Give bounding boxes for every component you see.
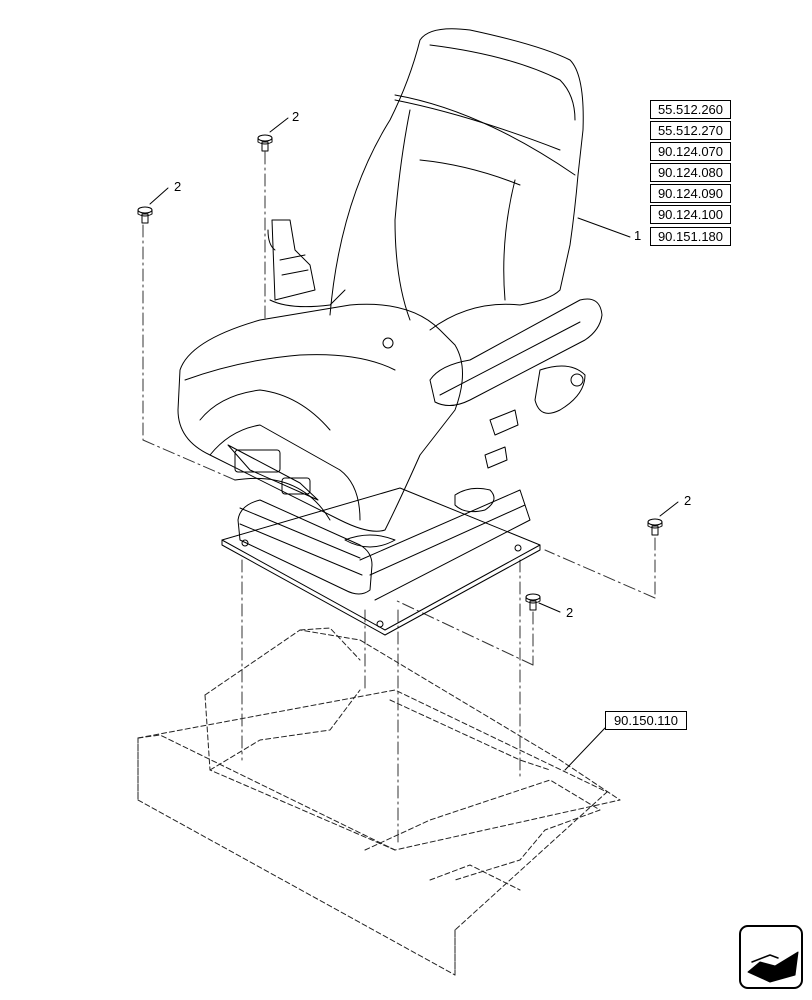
- callout-bolt-right: 2: [684, 493, 692, 508]
- reference-code-5[interactable]: 90.124.090: [650, 184, 731, 203]
- reference-code-4[interactable]: 90.124.080: [650, 163, 731, 182]
- reference-code-6[interactable]: 90.124.100: [650, 205, 731, 224]
- seat-mount-plate: [221, 487, 541, 636]
- alignment-lines: [142, 151, 656, 846]
- armrest: [429, 298, 603, 513]
- reference-code-3[interactable]: 90.124.070: [650, 142, 731, 161]
- reference-code-1[interactable]: 55.512.260: [650, 100, 731, 119]
- bolt-bottom: [525, 593, 541, 611]
- callout-seat: 1: [634, 228, 642, 243]
- suspension-unit: [234, 477, 531, 601]
- seat-backrest: [329, 28, 584, 331]
- callout-bolt-top-left-a: 2: [292, 109, 300, 124]
- seat-belt: [267, 219, 346, 308]
- reference-code-2[interactable]: 55.512.270: [650, 121, 731, 140]
- callout-bolt-top-left-b: 2: [174, 179, 182, 194]
- reference-code-7[interactable]: 90.151.180: [650, 227, 731, 246]
- leader-lines: [149, 117, 679, 771]
- callout-bolt-bottom: 2: [566, 605, 574, 620]
- seat-cushion: [177, 303, 463, 532]
- bolt-right: [647, 518, 663, 536]
- bolt-top-left-a: [257, 134, 273, 152]
- bolt-top-left-b: [137, 206, 153, 224]
- arrow-icon[interactable]: [739, 925, 803, 989]
- platform-reference[interactable]: 90.150.110: [605, 711, 687, 730]
- base-frame: [137, 627, 621, 976]
